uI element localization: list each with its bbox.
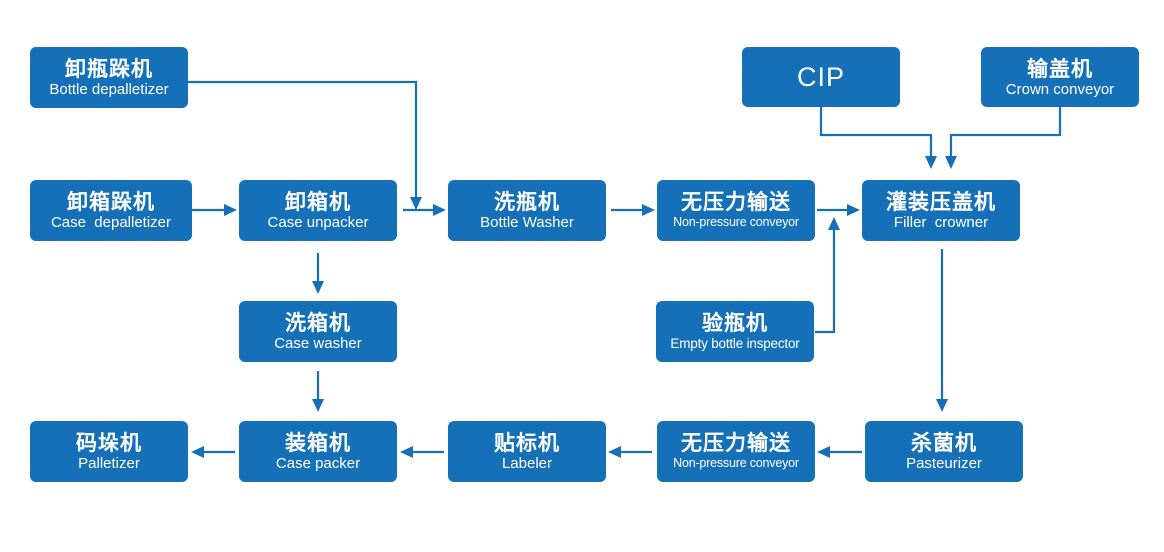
node-nonpressure-conveyor-top: 无压力输送 Non-pressure conveyor [657,180,815,241]
node-label-cn: 输盖机 [1027,56,1093,81]
node-label-en: Crown conveyor [1005,80,1115,98]
arrow-bottle-depalletizer-to-bottle-washer [188,80,418,199]
arrow-cip-to-filler [819,107,933,157]
node-bottle-washer: 洗瓶机 Bottle Washer [448,180,606,241]
arrowhead [312,281,324,294]
node-crown-conveyor: 输盖机 Crown conveyor [981,47,1139,107]
arrowhead [847,204,860,216]
node-label-en: Case washer [274,335,362,352]
arrowhead [828,217,840,230]
node-case-packer: 装箱机 Case packer [239,421,397,482]
node-label-en: Filler crowner [893,214,989,231]
node-label-en: Bottle depalletizer [49,81,169,98]
node-label-en: Empty bottle inspector [670,336,800,351]
arrowhead [925,156,937,169]
node-case-unpacker: 卸箱机 Case unpacker [239,180,397,241]
node-label-cn: 灌装压盖机 [886,190,996,214]
arrowhead [191,446,204,458]
node-label-en: Case unpacker [267,214,369,231]
node-label-en: Palletizer [78,455,140,472]
node-label-cn: 杀菌机 [911,431,977,455]
arrowhead [433,204,446,216]
node-filler-crowner: 灌装压盖机 Filler crowner [862,180,1020,241]
node-label-en: Case packer [275,455,361,472]
node-case-depalletizer: 卸箱跺机 Case depalletizer [30,180,192,241]
node-label-cn: 卸箱跺机 [67,190,155,214]
node-label: CIP [796,61,845,92]
node-cip: CIP [742,47,900,107]
arrowhead [400,446,413,458]
node-palletizer: 码垛机 Palletizer [30,421,188,482]
node-nonpressure-conveyor-bottom: 无压力输送 Non-pressure conveyor [657,421,815,482]
node-label-en: Non-pressure conveyor [673,456,799,470]
node-labeler: 贴标机 Labeler [448,421,606,482]
node-pasteurizer: 杀菌机 Pasteurizer [865,421,1023,482]
arrowhead [936,399,948,412]
arrowhead [817,446,830,458]
node-empty-bottle-inspector: 验瓶机 Empty bottle inspector [656,301,814,362]
node-label-cn: 卸瓶跺机 [65,57,153,81]
node-label-cn: 洗瓶机 [494,190,560,214]
node-label-cn: 洗箱机 [285,311,351,335]
node-label-cn: 贴标机 [494,431,560,455]
node-label-cn: 无压力输送 [681,431,791,455]
node-bottle-depalletizer: 卸瓶跺机 Bottle depalletizer [30,47,188,108]
node-label-en: Bottle Washer [480,214,574,231]
node-case-washer: 洗箱机 Case washer [239,301,397,362]
node-label-cn: 卸箱机 [285,190,351,214]
node-label-en: Non-pressure conveyor [673,215,799,229]
node-label-cn: 码垛机 [76,431,142,455]
node-label-en: Case depalletizer [50,214,172,231]
arrowhead [224,204,237,216]
node-label-en: Labeler [501,455,553,472]
arrowhead [945,156,957,169]
arrowhead [608,446,621,458]
arrow-inspector-to-filler [815,228,836,334]
node-label-en: Pasteurizer [906,455,982,472]
arrowhead [410,197,422,210]
arrow-crown-conveyor-to-filler [949,107,1062,157]
node-label-cn: 无压力输送 [681,190,791,214]
node-label-cn: 装箱机 [285,431,351,455]
arrowhead [642,204,655,216]
arrowhead [312,399,324,412]
node-label-cn: 验瓶机 [702,311,768,335]
